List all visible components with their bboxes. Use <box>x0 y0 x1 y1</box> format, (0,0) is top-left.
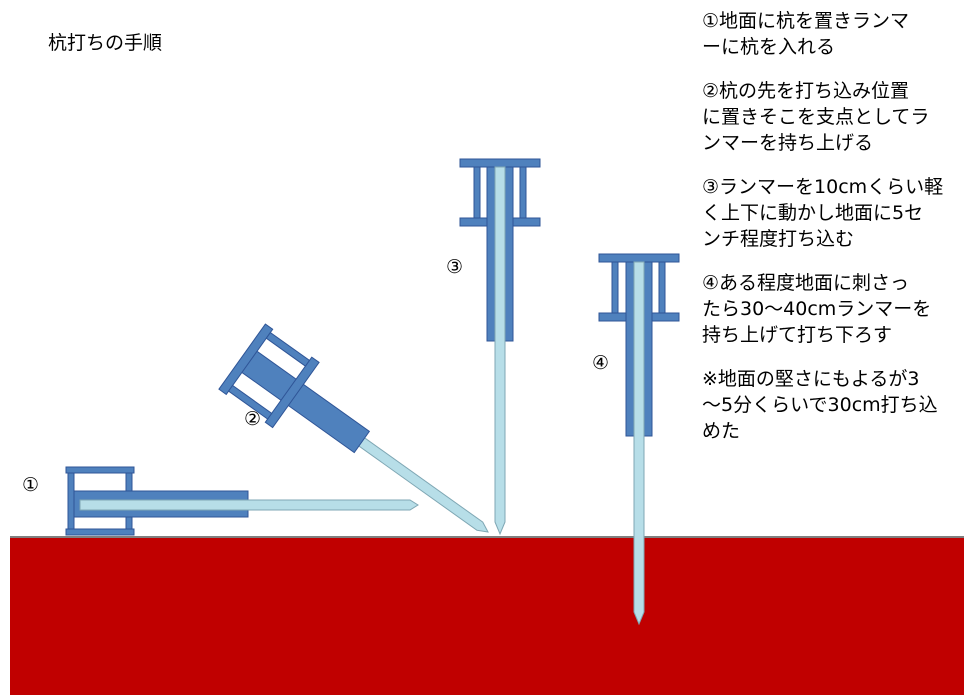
step-list: ①地面に杭を置きランマ ーに杭を入れる ②杭の先を打ち込み位置 に置きそこを支点… <box>702 8 964 444</box>
rammer-step-1 <box>65 466 419 536</box>
figure-label-2: ② <box>244 408 262 430</box>
ground <box>10 537 964 695</box>
step-3-text: ③ランマーを10cmくらい軽 く上下に動かし地面に5セ ンチ程度打ち込む <box>702 176 944 250</box>
step-4-text: ④ある程度地面に刺さっ たら30〜40cmランマーを 持ち上げて打ち下ろす <box>702 272 932 346</box>
rammer-step-3 <box>459 158 541 536</box>
note-text: ※地面の堅さにもよるが3 〜5分くらいで30cm打ち込 めた <box>702 368 938 442</box>
rammer-step-2 <box>218 323 489 533</box>
stake-step-1 <box>79 499 419 511</box>
figure-label-1: ① <box>22 474 40 496</box>
step-2-text: ②杭の先を打ち込み位置 に置きそこを支点としてラ ンマーを持ち上げる <box>702 80 930 154</box>
diagram-title: 杭打ちの手順 <box>48 32 163 54</box>
rammer-step-4 <box>598 253 680 626</box>
stake-step-4 <box>633 261 645 626</box>
stake-step-3 <box>494 166 506 536</box>
step-1-text: ①地面に杭を置きランマ ーに杭を入れる <box>702 10 910 58</box>
figure-label-3: ③ <box>446 256 464 278</box>
figure-label-4: ④ <box>592 352 610 374</box>
